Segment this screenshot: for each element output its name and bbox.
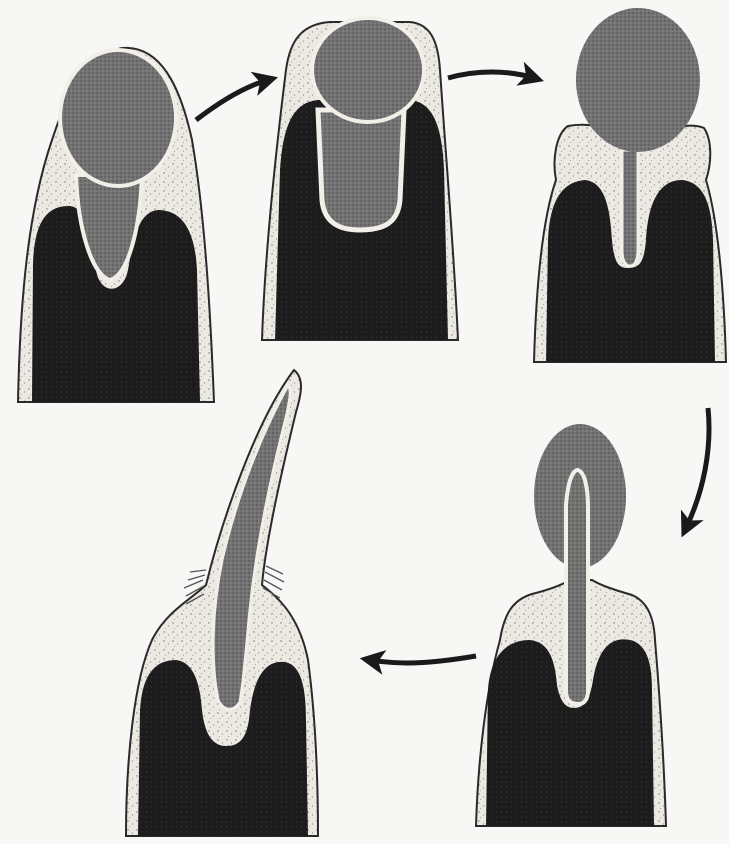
stage-5 <box>126 370 318 836</box>
stage-2 <box>262 18 458 340</box>
stage-3-grey-stalk <box>622 150 638 266</box>
stage-1-grey-mass <box>60 50 176 186</box>
curved-arrow-icon <box>370 656 476 663</box>
stage-2-grey-cup <box>318 110 404 230</box>
stage-2-grey-mass <box>312 18 424 122</box>
stage-4-grey-stalk <box>566 470 588 704</box>
curved-arrow-icon <box>448 72 534 78</box>
stage-4 <box>476 424 666 826</box>
stage-3-grey-mass <box>576 8 700 152</box>
curved-arrow-icon <box>686 408 709 528</box>
curved-arrow-icon <box>196 80 268 120</box>
stage-1 <box>18 48 214 402</box>
stage-3 <box>534 8 726 362</box>
